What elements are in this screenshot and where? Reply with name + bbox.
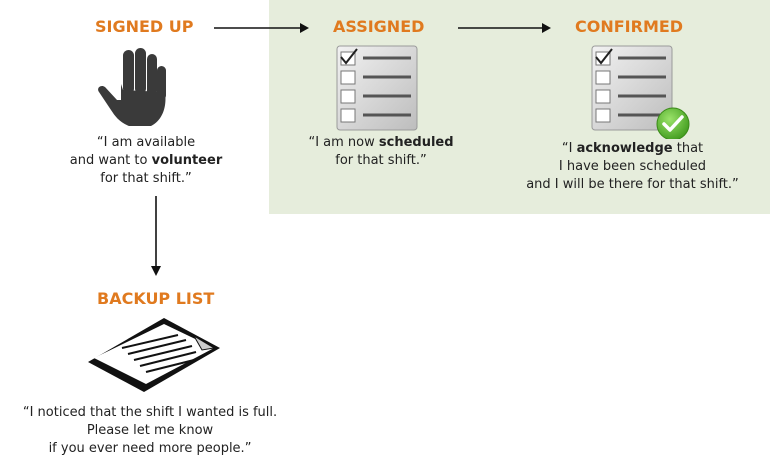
- confirmed-quote-line1: “I acknowledge that: [561, 141, 704, 156]
- confirmed-quote-line3: and I will be there for that shift.”: [526, 177, 739, 192]
- signed-up-quote-line1: “I am available: [96, 135, 196, 150]
- backup-list-quote-line1: “I noticed that the shift I wanted is fu…: [22, 405, 278, 420]
- arrow-assigned-to-confirmed: [458, 20, 554, 36]
- checklist-icon: [335, 44, 420, 132]
- backup-list-quote-line3: if you ever need more people.”: [48, 441, 252, 456]
- hand-icon: [95, 44, 175, 128]
- assigned-title: ASSIGNED: [333, 17, 425, 36]
- confirmed-quote: “I acknowledge that I have been schedule…: [500, 140, 765, 194]
- signed-up-quote: “I am available and want to volunteer fo…: [56, 134, 236, 188]
- signed-up-quote-line2: and want to volunteer: [69, 153, 223, 168]
- confirmed-quote-line2: I have been scheduled: [558, 159, 707, 174]
- backup-list-quote-line2: Please let me know: [86, 423, 214, 438]
- document-icon: [82, 310, 232, 394]
- arrow-signed-up-to-assigned: [214, 20, 310, 36]
- assigned-quote-line2: for that shift.”: [335, 153, 427, 168]
- signed-up-quote-line3: for that shift.”: [100, 171, 192, 186]
- confirmed-title: CONFIRMED: [575, 17, 684, 36]
- backup-list-quote: “I noticed that the shift I wanted is fu…: [0, 404, 300, 458]
- signed-up-title: SIGNED UP: [95, 17, 194, 36]
- assigned-quote: “I am now scheduled for that shift.”: [291, 134, 471, 170]
- assigned-quote-line1: “I am now scheduled: [308, 135, 454, 150]
- checklist-confirmed-icon: [590, 44, 695, 139]
- arrow-signed-up-to-backup: [148, 196, 164, 278]
- backup-list-title: BACKUP LIST: [97, 289, 215, 308]
- check-badge-icon: [656, 107, 690, 139]
